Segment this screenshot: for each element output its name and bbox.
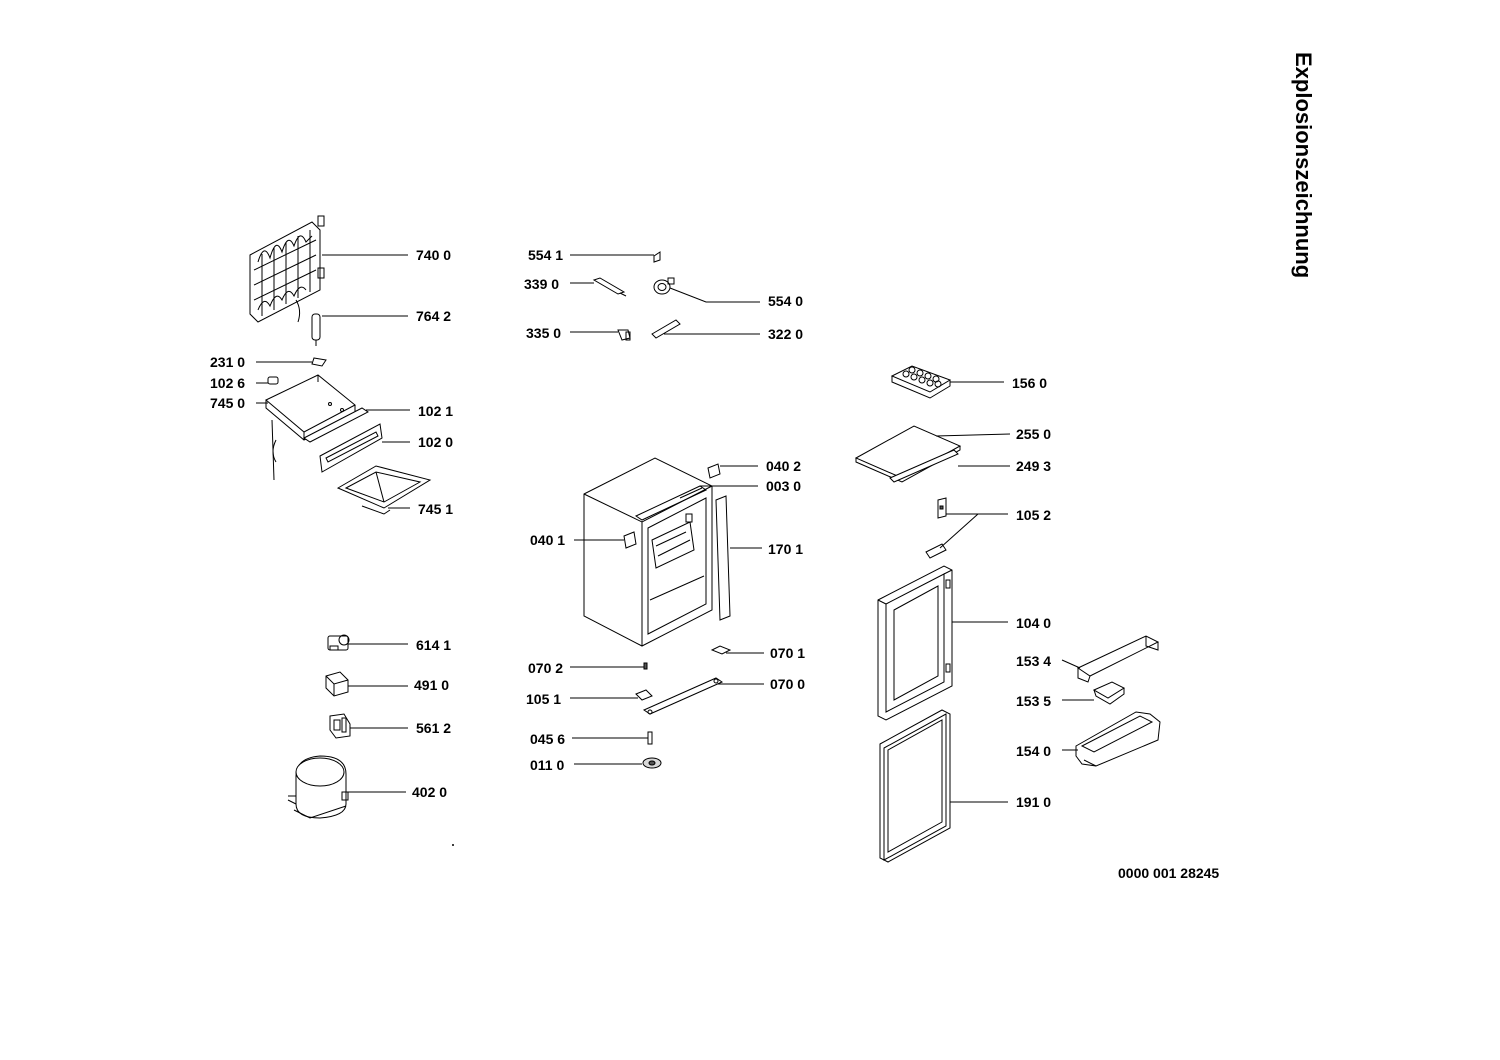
glass-shelf-part — [854, 425, 962, 483]
compressor-part — [287, 755, 349, 819]
spacer-part — [643, 662, 648, 670]
callout-1020: 102 0 — [418, 434, 454, 450]
page-title: Explosionszeichnung — [1291, 52, 1316, 279]
seal-strip-part — [715, 495, 731, 621]
callout-1052: 105 2 — [1016, 507, 1052, 523]
callout-1051: 105 1 — [526, 691, 562, 707]
freezer-door-part — [877, 565, 953, 721]
callout-3350: 335 0 — [526, 325, 562, 341]
callout-7451: 745 1 — [418, 501, 454, 517]
hinge-left-part — [623, 531, 637, 549]
callout-3220: 322 0 — [768, 326, 804, 342]
ice-tray-part — [890, 365, 952, 399]
callout-1910: 191 0 — [1016, 794, 1052, 810]
callout-1021: 102 1 — [418, 403, 454, 419]
light-tube-part — [592, 277, 627, 297]
callout-6141: 614 1 — [416, 637, 452, 653]
callout-1540: 154 0 — [1016, 743, 1052, 759]
callout-0402: 040 2 — [766, 458, 802, 474]
callout-5540: 554 0 — [768, 293, 804, 309]
door-bin-part — [1075, 711, 1161, 767]
relay-part — [327, 634, 350, 651]
callout-2310: 231 0 — [210, 354, 246, 370]
callout-4020: 402 0 — [412, 784, 448, 800]
callout-7450: 745 0 — [210, 395, 246, 411]
lamp-switch-part — [617, 329, 631, 341]
foot-screw-part — [647, 731, 653, 745]
hinge-upper-part — [707, 463, 721, 479]
callout-0030: 003 0 — [766, 478, 802, 494]
evaporator-flap-part — [319, 423, 383, 473]
callout-3390: 339 0 — [524, 276, 560, 292]
thermostat-knob-part — [653, 277, 675, 295]
callout-0110: 011 0 — [530, 757, 565, 773]
callout-0702: 070 2 — [528, 660, 564, 676]
callout-0401: 040 1 — [530, 532, 566, 548]
door-gasket-part — [879, 709, 951, 863]
hinge-lower-part — [635, 689, 653, 701]
document-number: 0000 001 28245 — [1118, 865, 1220, 881]
callout-1026: 102 6 — [210, 375, 246, 391]
foot-part — [642, 757, 662, 769]
door-hinge-part — [925, 497, 947, 559]
condenser-part — [249, 215, 325, 323]
callout-1701: 170 1 — [768, 541, 804, 557]
base-rail-part — [642, 677, 724, 715]
callout-7400: 740 0 — [416, 247, 452, 263]
filter-drier-part — [311, 313, 321, 346]
drip-tray-part — [336, 465, 432, 515]
callout-1535: 153 5 — [1016, 693, 1052, 709]
cover-plate-part — [710, 645, 732, 655]
evaporator-part — [265, 357, 356, 481]
callout-1040: 104 0 — [1016, 615, 1052, 631]
callout-0701: 070 1 — [770, 645, 806, 661]
door-rack-part — [1076, 635, 1160, 683]
callout-5612: 561 2 — [416, 720, 452, 736]
callout-4910: 491 0 — [414, 677, 450, 693]
callout-5541: 554 1 — [528, 247, 564, 263]
callout-2550: 255 0 — [1016, 426, 1052, 442]
lamp-cover-part — [651, 319, 681, 339]
egg-tray-part — [1092, 681, 1126, 705]
callout-2493: 249 3 — [1016, 458, 1052, 474]
trim-strip-part — [303, 407, 369, 443]
callout-1560: 156 0 — [1012, 375, 1048, 391]
callout-0456: 045 6 — [530, 731, 566, 747]
lamp-holder-part — [653, 251, 661, 263]
callout-0700: 070 0 — [770, 676, 806, 692]
callout-7642: 764 2 — [416, 308, 452, 324]
cabinet-part — [583, 457, 713, 647]
clamp-part — [329, 713, 351, 739]
callout-1534: 153 4 — [1016, 653, 1052, 669]
relay-cover-part — [325, 671, 349, 697]
